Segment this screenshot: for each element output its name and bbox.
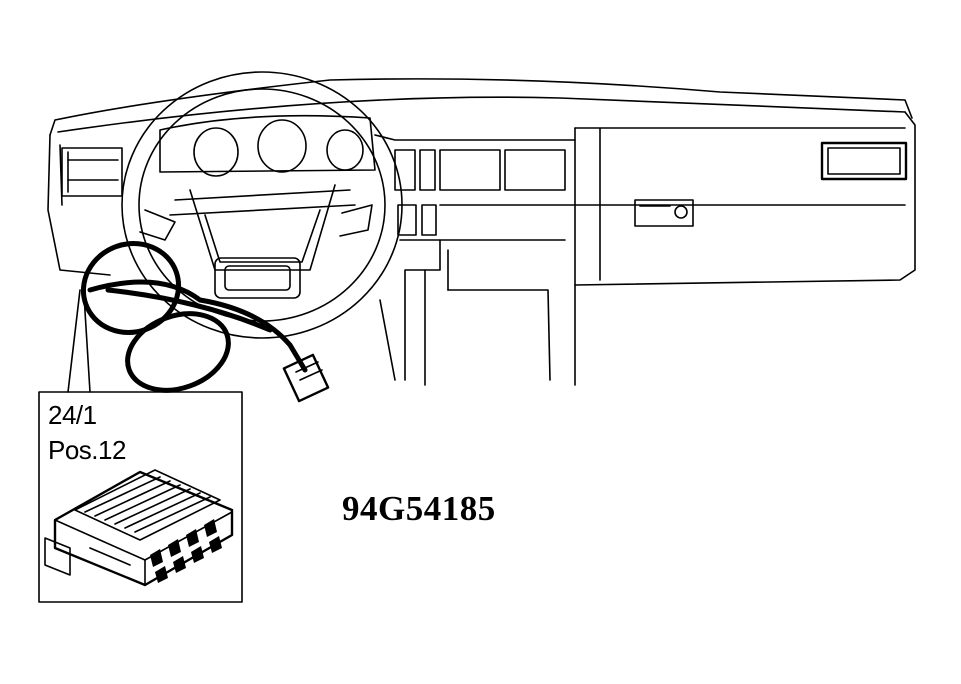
left-air-vent (61, 147, 123, 197)
dashboard-outline (47, 78, 916, 386)
callout-box (38, 391, 243, 603)
callout-ref: 24/1 (48, 400, 97, 430)
callout-leader (67, 289, 91, 393)
callout-position: Pos.12 (48, 435, 126, 465)
glove-box (634, 141, 908, 227)
connector-block-icon (44, 469, 234, 587)
instrument-cluster (159, 114, 376, 177)
center-console (374, 134, 576, 386)
reference-code: 94G54185 (342, 489, 496, 528)
wiring-harness (80, 241, 330, 403)
